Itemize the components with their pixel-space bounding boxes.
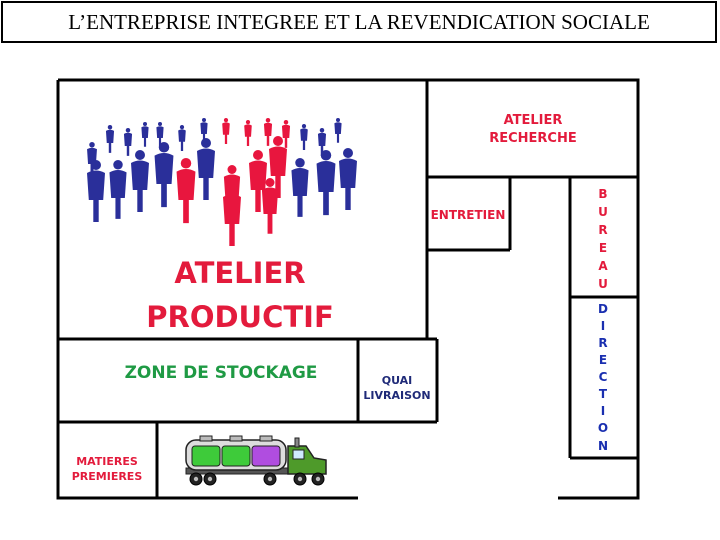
quai-livraison-line2: LIVRAISON bbox=[363, 389, 430, 402]
person-silhouette bbox=[263, 118, 273, 146]
direction-letter: I bbox=[601, 404, 605, 418]
direction-letter: T bbox=[599, 387, 608, 401]
person-silhouette bbox=[87, 160, 105, 222]
person-silhouette bbox=[156, 122, 164, 147]
person-silhouette bbox=[334, 118, 342, 143]
person-silhouette bbox=[339, 148, 357, 210]
bureau-letter: E bbox=[599, 241, 607, 255]
person-silhouette bbox=[291, 158, 309, 217]
direction-label: D I R E C T I O N bbox=[598, 302, 608, 453]
person-silhouette bbox=[223, 184, 241, 246]
bureau-letter: A bbox=[598, 259, 608, 273]
bureau-letter: U bbox=[598, 205, 608, 219]
person-silhouette bbox=[123, 128, 133, 156]
atelier-productif-line1: ATELIER bbox=[174, 256, 305, 290]
person-silhouette bbox=[141, 122, 149, 147]
person-silhouette bbox=[222, 118, 230, 145]
person-silhouette bbox=[105, 125, 115, 153]
person-silhouette bbox=[244, 120, 252, 147]
person-silhouette bbox=[176, 158, 196, 224]
quai-livraison-line1: QUAI bbox=[382, 374, 413, 387]
bureau-letter: U bbox=[598, 277, 608, 291]
person-silhouette bbox=[178, 125, 186, 152]
zone-stockage-label: ZONE DE STOCKAGE bbox=[125, 363, 318, 383]
entretien-label: ENTRETIEN bbox=[431, 208, 506, 222]
bureau-label: B U R E A U bbox=[598, 187, 608, 291]
person-silhouette bbox=[317, 128, 327, 156]
direction-letter: E bbox=[599, 353, 607, 367]
walls bbox=[56, 78, 640, 500]
atelier-recherche-line1: ATELIER bbox=[504, 113, 563, 128]
direction-letter: N bbox=[598, 439, 608, 453]
person-silhouette bbox=[200, 118, 208, 143]
tanker-truck-icon bbox=[185, 435, 327, 486]
person-silhouette bbox=[87, 142, 97, 177]
person-silhouette bbox=[261, 178, 279, 234]
person-silhouette bbox=[109, 160, 127, 219]
direction-letter: O bbox=[598, 421, 608, 435]
person-silhouette bbox=[269, 136, 287, 198]
direction-letter: I bbox=[601, 319, 605, 333]
direction-letter: D bbox=[598, 302, 608, 316]
bureau-letter: R bbox=[598, 223, 607, 237]
person-silhouette bbox=[281, 120, 291, 148]
matieres-premieres-line1: MATIERES bbox=[76, 455, 138, 468]
matieres-premieres-line2: PREMIERES bbox=[72, 470, 143, 483]
person-silhouette bbox=[197, 138, 215, 200]
direction-letter: R bbox=[598, 336, 607, 350]
direction-letter: C bbox=[599, 370, 608, 384]
person-silhouette bbox=[300, 124, 308, 151]
atelier-recherche-line2: RECHERCHE bbox=[489, 131, 577, 146]
page-title: L’ENTREPRISE INTEGREE ET LA REVENDICATIO… bbox=[1, 1, 717, 43]
person-silhouette bbox=[154, 142, 174, 208]
bureau-letter: B bbox=[598, 187, 607, 201]
person-silhouette bbox=[131, 150, 149, 212]
atelier-productif-line2: PRODUCTIF bbox=[146, 300, 334, 334]
person-silhouette bbox=[249, 150, 267, 212]
person-silhouette bbox=[316, 150, 336, 216]
crowd-icon bbox=[87, 118, 357, 246]
